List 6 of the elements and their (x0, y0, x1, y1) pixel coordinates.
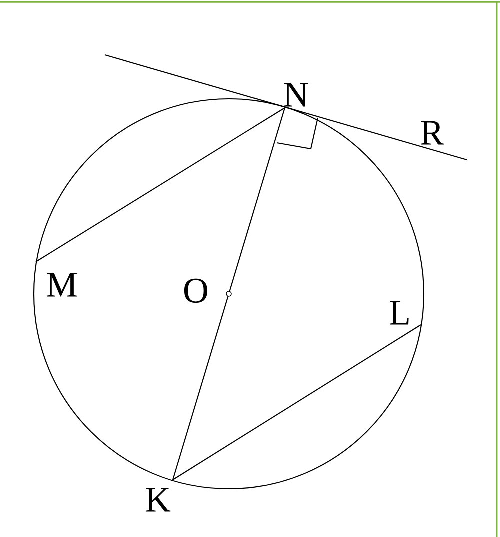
point-label: N (284, 83, 308, 107)
point-label: K (146, 488, 171, 512)
point-label: O (184, 278, 208, 304)
point-label: M (47, 273, 77, 297)
point-label: L (390, 301, 409, 325)
point-label: R (421, 121, 444, 145)
